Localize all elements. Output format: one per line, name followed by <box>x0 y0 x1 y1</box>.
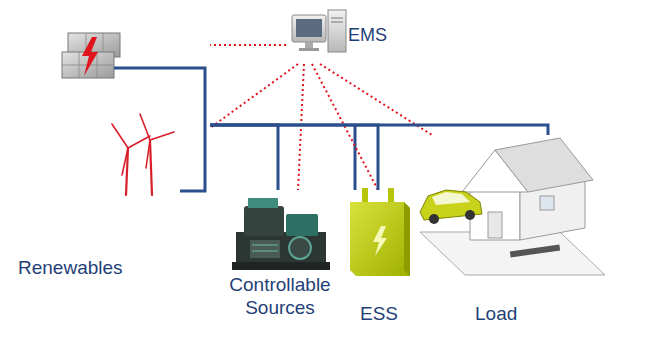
control-link <box>312 64 378 190</box>
node-label: ESS <box>347 302 411 326</box>
node-label: Controllable Sources <box>215 273 345 321</box>
power-bus <box>210 125 548 135</box>
wind-turbine <box>112 114 174 195</box>
ems-node: EMS <box>286 8 391 64</box>
control-link <box>210 45 286 46</box>
renewables-node: Renewables <box>15 28 210 280</box>
load-node: Load <box>425 135 605 326</box>
bus-wire <box>114 68 355 191</box>
control-link <box>210 64 298 128</box>
controllable-sources-node: Controllable Sources <box>213 190 351 320</box>
node-label: Load <box>475 302 517 326</box>
solar-panel <box>62 33 120 78</box>
house-icon <box>420 138 605 275</box>
car-icon <box>420 190 482 224</box>
power-bus <box>210 125 378 190</box>
computer-icon <box>292 10 346 52</box>
battery-icon <box>350 188 410 276</box>
control-link <box>298 64 304 190</box>
generator-icon <box>232 198 330 270</box>
power-bus <box>210 125 278 190</box>
ess-node: ESS <box>345 190 417 326</box>
node-label: EMS <box>348 24 387 47</box>
node-label: Renewables <box>18 256 123 280</box>
